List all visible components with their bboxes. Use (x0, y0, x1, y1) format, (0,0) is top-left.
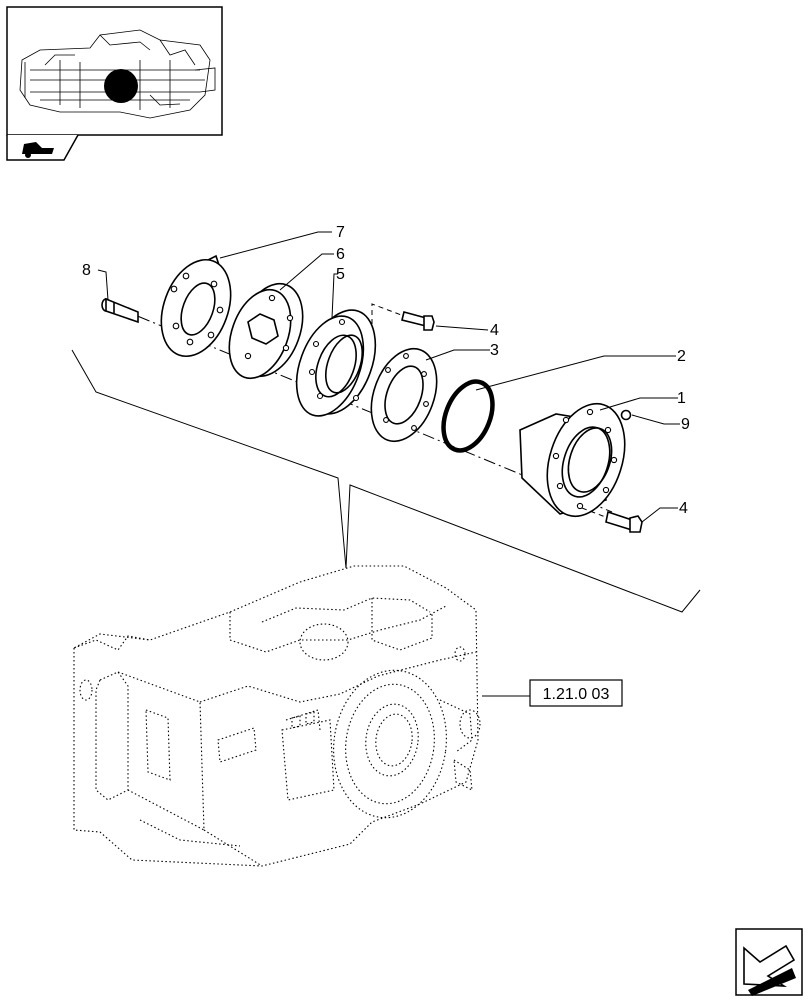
part-1-hub-cover[interactable] (519, 394, 638, 527)
callout-4-lower: 4 (679, 500, 688, 517)
bolt-axis-upper (360, 303, 405, 331)
part-4-bolt-lower[interactable] (581, 507, 643, 533)
callout-4-upper: 4 (490, 322, 499, 339)
callout-6: 6 (336, 246, 345, 263)
reference-link[interactable]: 1.21.0 03 (529, 679, 623, 707)
callout-3: 3 (490, 342, 499, 359)
locator-thumbnail[interactable] (6, 6, 223, 136)
part-8-bolt[interactable] (101, 297, 139, 324)
part-3-gasket[interactable] (359, 340, 448, 451)
next-page-arrow-icon[interactable] (735, 928, 803, 996)
explode-panel-outline (71, 349, 701, 613)
leader-lines (97, 231, 680, 697)
callout-8: 8 (82, 262, 91, 279)
part-6-flange-cap[interactable] (218, 275, 315, 387)
tractor-section-icon[interactable] (6, 134, 79, 161)
part-4-bolt-upper[interactable] (401, 311, 435, 331)
callout-2: 2 (677, 348, 686, 365)
part-5-bearing-housing[interactable] (284, 300, 389, 425)
part-7-shim-plate[interactable] (149, 250, 243, 366)
callout-9: 9 (681, 416, 690, 433)
callout-7: 7 (336, 224, 345, 241)
callout-1: 1 (677, 390, 686, 407)
part-9-ball[interactable] (620, 409, 632, 421)
part-2-o-ring[interactable] (434, 374, 502, 457)
reference-code: 1.21.0 03 (543, 686, 610, 703)
transmission-housing (73, 565, 481, 867)
callout-5: 5 (336, 266, 345, 283)
